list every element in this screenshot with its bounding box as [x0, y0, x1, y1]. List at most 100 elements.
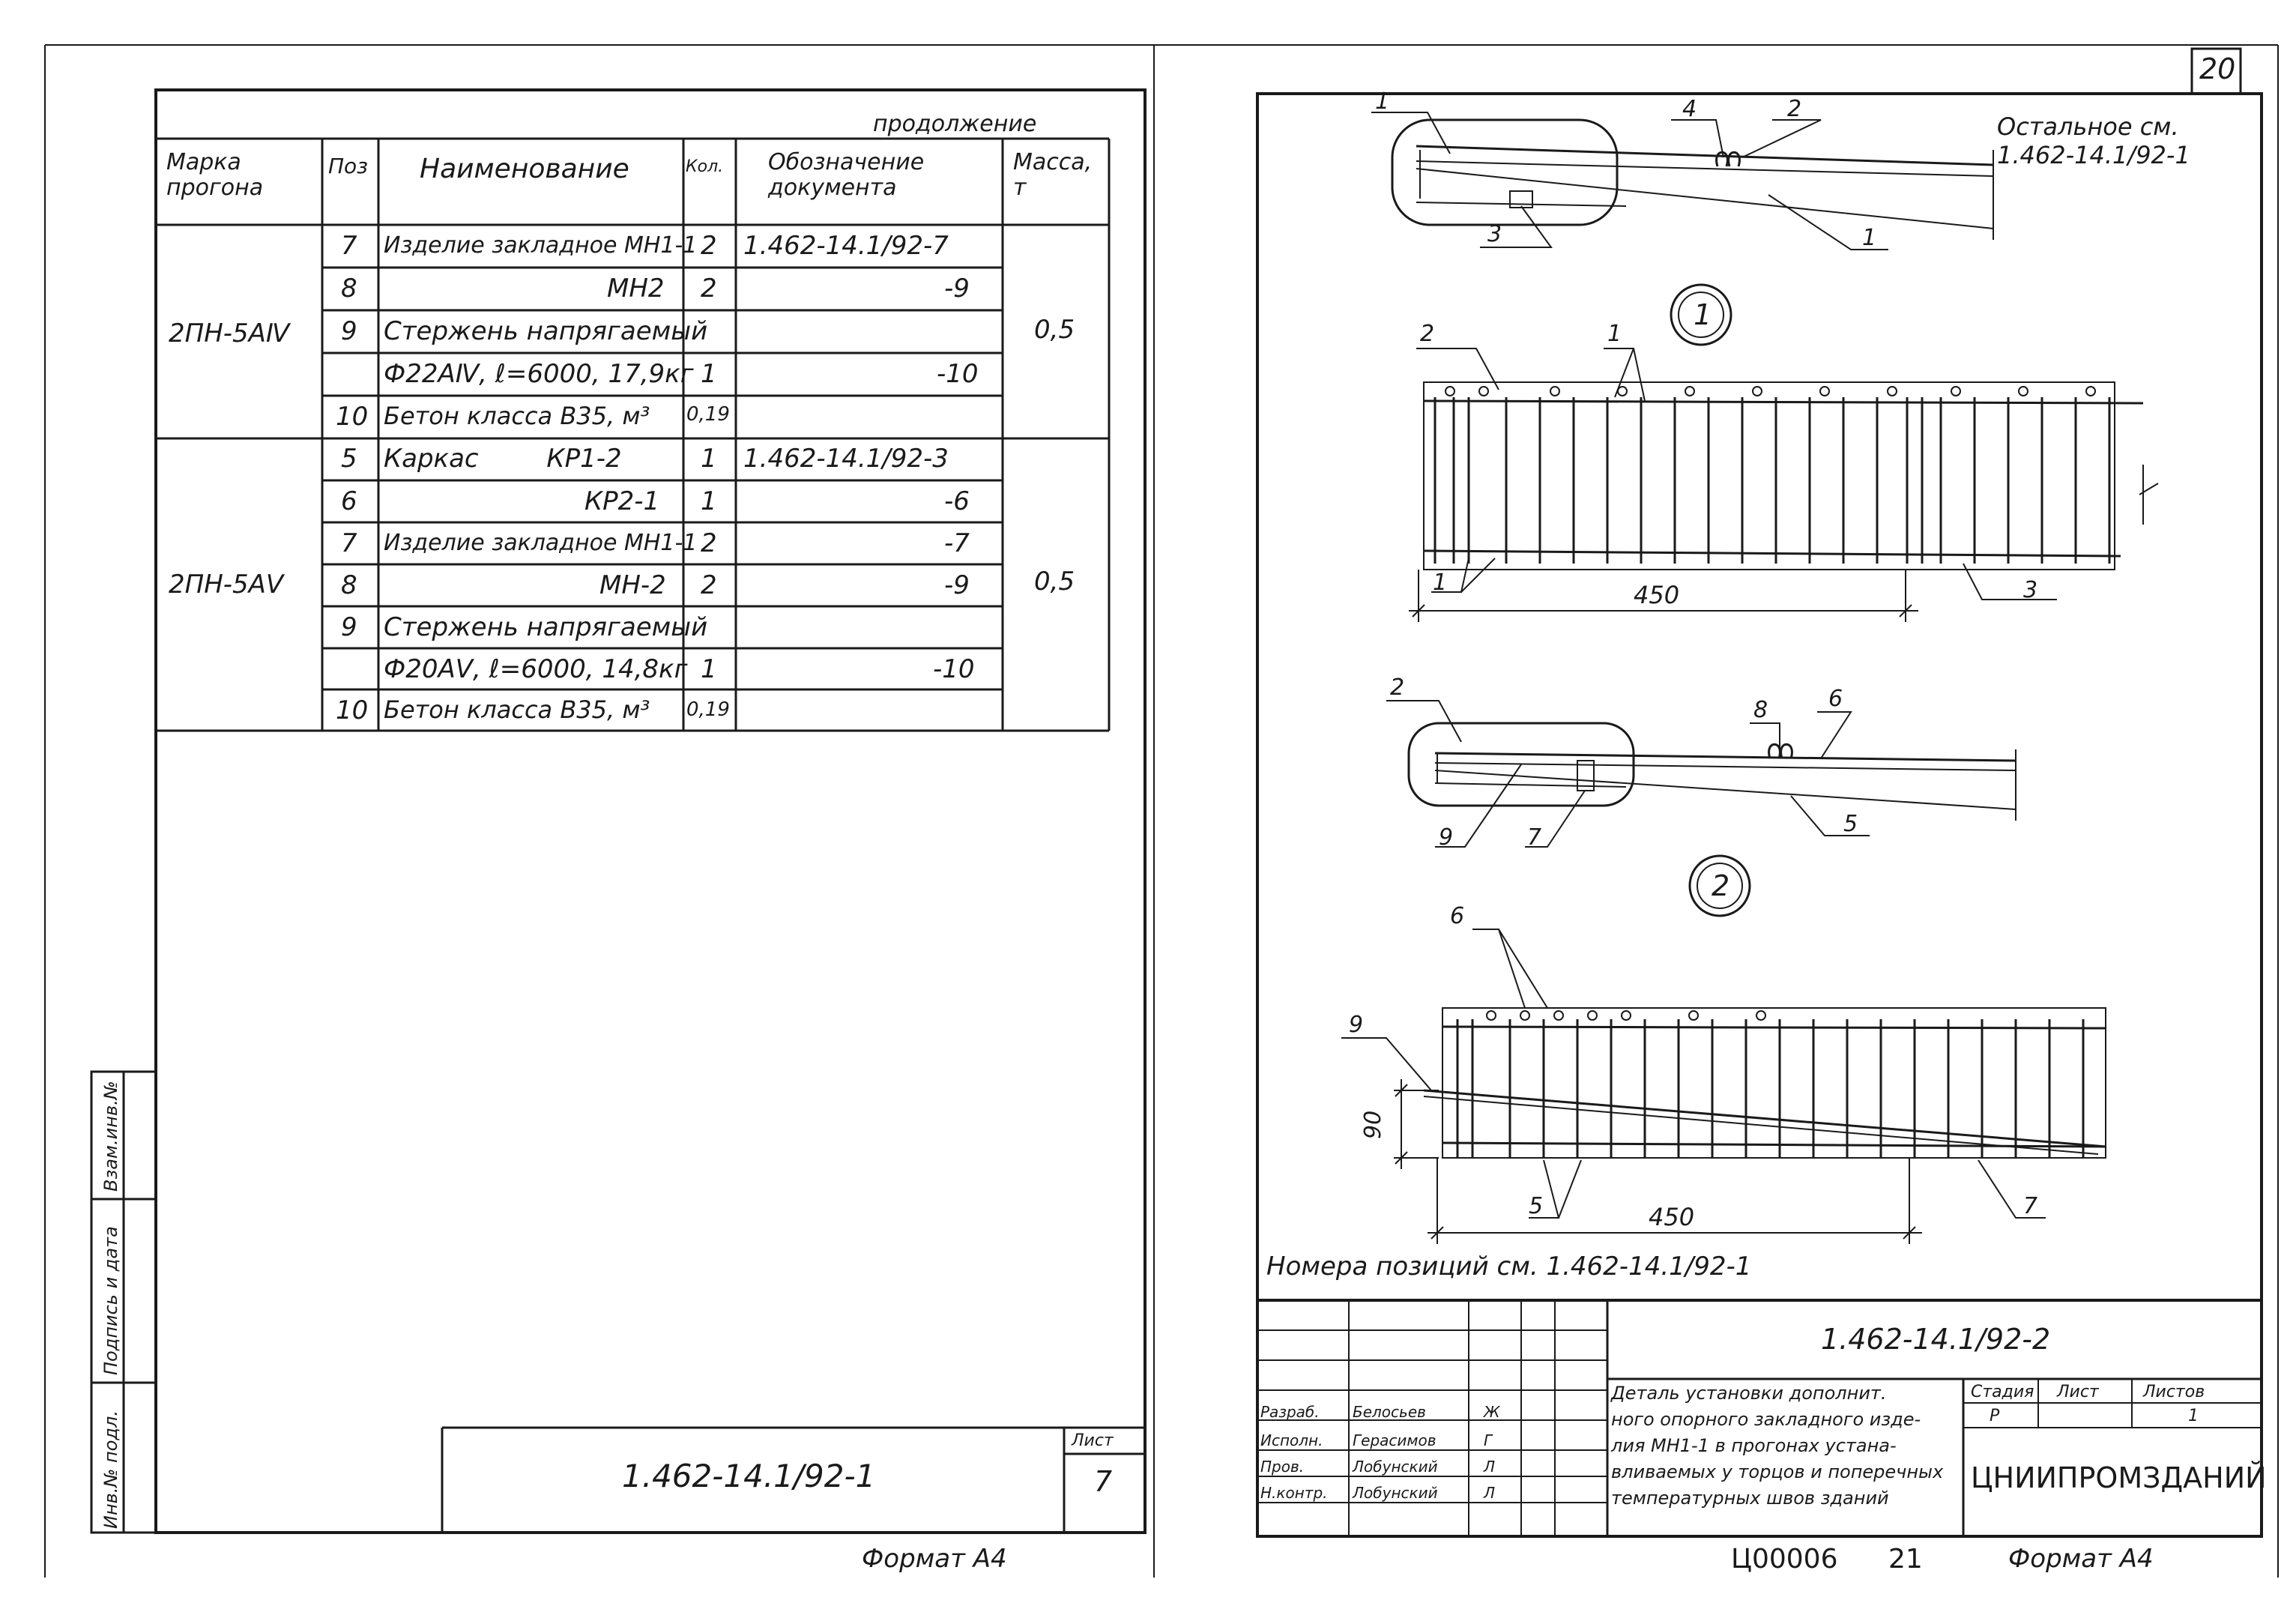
role-1: Разраб.	[1260, 1403, 1320, 1421]
g2-r3-doc: -7	[944, 528, 970, 558]
pos-c-6: 6	[1828, 686, 1843, 712]
callout-1: 1	[1694, 298, 1712, 331]
left-stamp-sheet-label: Лист	[1072, 1431, 1114, 1450]
stage-label: Стадия	[1971, 1383, 2034, 1401]
dim-450-b: 450	[1634, 581, 1680, 609]
header-mark: Марка прогона	[166, 149, 264, 201]
header-pos: Поз	[328, 154, 369, 178]
side-label-inv-no: Инв.№ подл.	[100, 1410, 121, 1529]
g2-r2-name: КР2-1	[584, 486, 660, 516]
role-1-name: Белосьев	[1353, 1403, 1426, 1421]
g2-r3-name: Изделие закладное МН1-1	[384, 530, 698, 556]
g1-r1-name: Изделие закладное МН1-1	[384, 232, 698, 259]
dim-450-d: 450	[1649, 1203, 1695, 1231]
pos-c-7: 7	[1527, 824, 1542, 851]
pos-d-5: 5	[1529, 1193, 1544, 1219]
g2-r5-name: Стержень напрягаемый	[384, 612, 708, 642]
org-name: ЦНИИПРОМЗДАНИЙ	[1971, 1461, 2267, 1494]
g1-r4-doc: -10	[937, 359, 979, 389]
g2-r1-name: Каркас КР1-2	[384, 444, 622, 474]
g2-r3-qty: 2	[701, 528, 717, 558]
archive-code: Ц00006	[1731, 1544, 1838, 1575]
g1-r5-pos: 10	[336, 402, 369, 432]
g1-r2-doc: -9	[944, 274, 970, 304]
pos-d-6: 6	[1450, 903, 1465, 929]
pos-b-1b: 1	[1433, 570, 1448, 596]
right-format-label: Формат А4	[2008, 1544, 2154, 1574]
side-label-signature: Подпись и дата	[100, 1226, 121, 1375]
g1-r1-qty: 2	[701, 231, 717, 261]
callout-2: 2	[1712, 869, 1730, 902]
pos-b-2: 2	[1420, 321, 1435, 347]
g2-r6-doc: -10	[933, 654, 975, 684]
pos-c-5: 5	[1843, 811, 1858, 837]
g2-r7-name: Бетон класса В35, м³	[384, 695, 650, 724]
pos-c-2: 2	[1390, 674, 1405, 701]
left-stamp-code: 1.462-14.1/92-1	[622, 1458, 876, 1494]
group2-mass: 0,5	[1034, 567, 1075, 597]
group1-mark: 2ПН-5АⅣ	[169, 319, 290, 348]
group1-mass: 0,5	[1034, 315, 1075, 345]
pos-b-1: 1	[1607, 321, 1622, 347]
pos-c-8: 8	[1753, 697, 1768, 723]
sheets-value: 1	[2188, 1407, 2199, 1425]
header-doc: Обозначение документа	[768, 149, 925, 201]
title-desc-line-3: лия МН1-1 в прогонах устана-	[1611, 1435, 1897, 1456]
role-2-sig: Г	[1484, 1431, 1493, 1449]
title-desc-line-1: Деталь установки дополнит.	[1611, 1383, 1887, 1404]
g1-r4-name: Ф22АⅣ, ℓ=6000, 17,9кг	[384, 359, 694, 389]
note-top: Остальное см. 1.462-14.1/92-1	[1997, 112, 2190, 169]
g1-r2-pos: 8	[341, 274, 357, 304]
left-stamp-sheet-no: 7	[1094, 1465, 1113, 1498]
header-mass: Масса, т	[1013, 149, 1093, 201]
g2-r2-qty: 1	[701, 486, 717, 516]
g2-r5-pos: 9	[341, 612, 357, 642]
sheet-label: Лист	[2057, 1383, 2099, 1401]
stage-value: Р	[1990, 1407, 2000, 1425]
title-desc-line-2: ного опорного закладного изде-	[1611, 1409, 1921, 1430]
g1-r5-qty: 0,19	[686, 403, 730, 426]
side-label-replace-inv: Взам.инв.№	[100, 1081, 121, 1192]
g2-r3-pos: 7	[341, 528, 357, 558]
pos-a-1b: 1	[1862, 225, 1877, 251]
g2-r4-doc: -9	[944, 570, 970, 600]
group2-mark: 2ПН-5АⅤ	[169, 570, 284, 600]
role-3: Пров.	[1260, 1458, 1305, 1476]
header-name: Наименование	[420, 154, 629, 184]
title-code: 1.462-14.1/92-2	[1821, 1323, 2051, 1356]
role-2: Исполн.	[1260, 1431, 1323, 1449]
g1-r2-name: МН2	[607, 274, 665, 304]
g1-r5-name: Бетон класса В35, м³	[384, 402, 650, 430]
g2-r1-qty: 1	[701, 444, 717, 474]
g1-r1-pos: 7	[341, 231, 357, 261]
g1-r1-doc: 1.462-14.1/92-7	[743, 231, 949, 261]
sheets-label: Листов	[2143, 1383, 2205, 1401]
role-4-name: Лобунский	[1353, 1484, 1438, 1502]
pos-a-2: 2	[1787, 96, 1802, 122]
g2-r4-qty: 2	[701, 570, 717, 600]
g2-r4-pos: 8	[341, 570, 357, 600]
g1-r3-name: Стержень напрягаемый	[384, 316, 708, 346]
g2-r1-doc: 1.462-14.1/92-3	[743, 444, 949, 474]
pos-d-9: 9	[1349, 1012, 1364, 1038]
title-desc-line-4: вливаемых у торцов и поперечных	[1611, 1461, 1944, 1482]
page-number: 21	[1888, 1544, 1923, 1575]
role-4-sig: Л	[1484, 1484, 1496, 1502]
g1-r4-qty: 1	[701, 359, 717, 389]
g2-r7-pos: 10	[336, 695, 369, 725]
pos-b-3: 3	[2023, 577, 2038, 603]
left-format-label: Формат А4	[862, 1544, 1007, 1574]
role-3-name: Лобунский	[1353, 1458, 1438, 1476]
title-desc-line-5: температурных швов зданий	[1611, 1488, 1889, 1509]
pos-a-1: 1	[1375, 88, 1390, 115]
g1-r3-pos: 9	[341, 316, 357, 346]
role-3-sig: Л	[1484, 1458, 1496, 1476]
g2-r6-qty: 1	[701, 654, 717, 684]
role-1-sig: Ж	[1484, 1403, 1500, 1421]
pos-c-9: 9	[1439, 824, 1454, 851]
g2-r7-qty: 0,19	[686, 698, 730, 721]
continuation-label: продолжение	[873, 111, 1037, 137]
role-4: Н.контр.	[1260, 1484, 1328, 1502]
g2-r1-pos: 5	[341, 444, 357, 474]
